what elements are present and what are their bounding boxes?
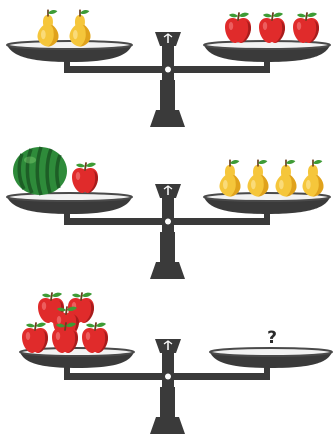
scale-1-left-pan: [7, 41, 132, 62]
scale-1: [7, 10, 330, 127]
pear-icon: [276, 160, 297, 197]
scale-2: [7, 147, 330, 279]
scale-1-right-pan: [204, 41, 330, 62]
question-mark: ?: [267, 328, 277, 348]
apple-icon: [225, 13, 251, 43]
watermelon-icon: [13, 147, 67, 195]
pear-icon: [303, 160, 324, 197]
apple-icon: [72, 163, 98, 193]
pear-icon: [220, 160, 241, 197]
pear-icon: [38, 10, 59, 47]
scale-3-right-pan: [210, 348, 332, 368]
scale-3: ?: [20, 293, 332, 434]
scale-2-left-pan: [7, 193, 132, 214]
apple-icon: [259, 13, 285, 43]
apple-icon: [293, 13, 319, 43]
apple-icon: [22, 323, 48, 353]
apple-icon: [82, 323, 108, 353]
pear-icon: [248, 160, 269, 197]
pear-icon: [70, 10, 91, 47]
